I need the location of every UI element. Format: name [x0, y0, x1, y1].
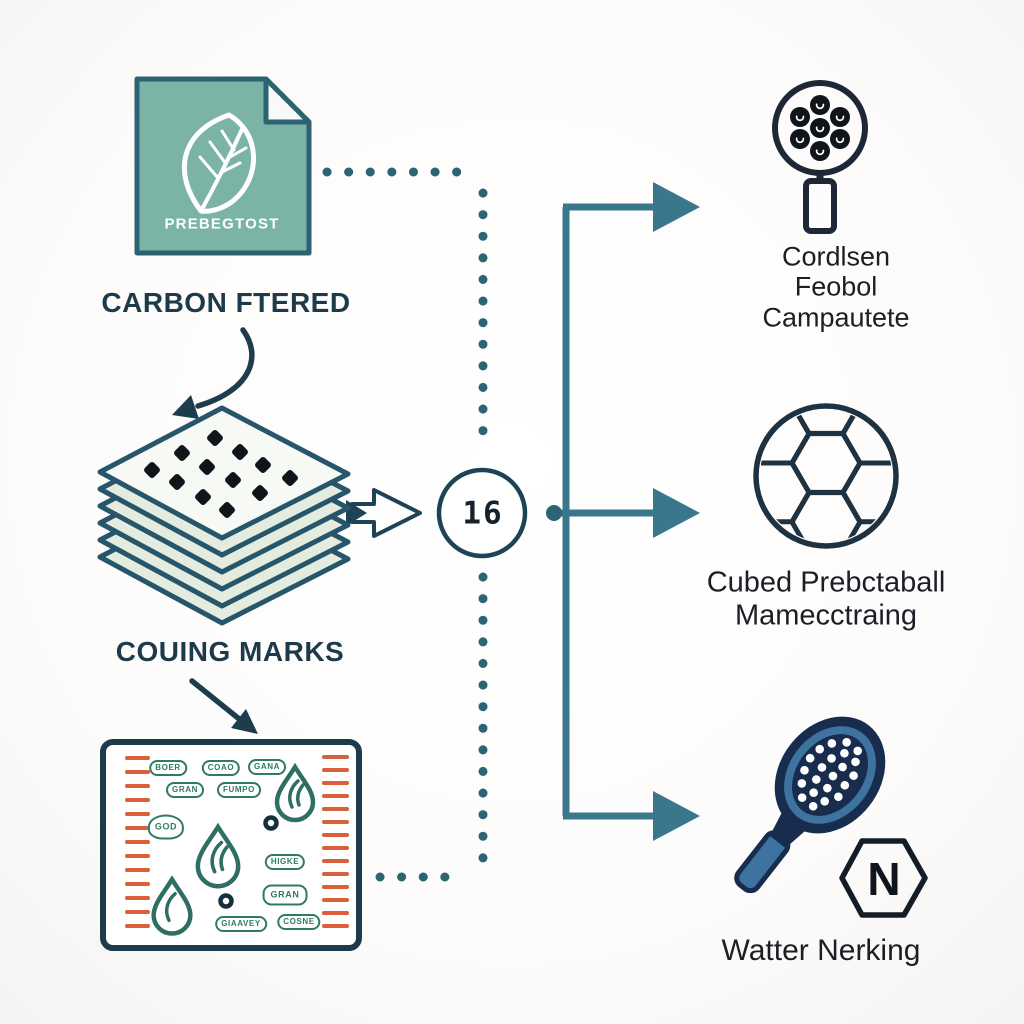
stamp-badge: GIAAVEY [215, 916, 267, 932]
padel-racket-icon [734, 716, 928, 918]
ruler-dashes-left [125, 756, 150, 928]
stamp-badge: GRAN [262, 884, 308, 906]
stamp-badge: GANA [248, 759, 286, 775]
output-3-label: Watter Nerking [721, 934, 921, 967]
arrowhead-bottom [653, 791, 700, 841]
process-node-circle [436, 467, 528, 559]
output-1-label-line-2: Feobol [794, 271, 878, 302]
branch-connector [546, 182, 700, 841]
hexagon-letter: N [867, 853, 901, 905]
stamp-badge: FUMPO [217, 782, 261, 798]
step-title-marks: COUING MARKS [115, 636, 345, 667]
curved-arrow [172, 327, 255, 419]
stamp-badge: GRAN [166, 782, 204, 798]
arrowhead-top [653, 182, 700, 232]
hexagon-icon [839, 838, 928, 918]
leaf-icon [181, 112, 257, 214]
lens-seed-dots [790, 95, 850, 161]
straight-arrow [189, 678, 258, 734]
stamp-badge: GOD [147, 814, 185, 840]
output-1-label-line-3: Campautete [762, 302, 910, 333]
racket-holes [797, 738, 862, 811]
small-ring-dot [218, 893, 234, 909]
water-drop-icon [151, 762, 316, 936]
output-2-label-line-1: Cubed Prebctaball [706, 566, 946, 599]
stack-tab [346, 500, 367, 526]
stamp-badge: COSNE [277, 914, 321, 930]
process-node-value: 16 [462, 495, 504, 532]
carbon-dots [144, 430, 298, 518]
stamp-badge: COAO [201, 760, 241, 776]
dotted-connector-line [322, 167, 488, 882]
dotted-lens-icon [772, 80, 868, 234]
junction-dot [546, 505, 562, 521]
document-label: PREBEGTOST [164, 215, 280, 233]
ruler-dashes-right [322, 755, 349, 928]
stamp-badge: BOER [149, 760, 187, 776]
filter-stack-icon [97, 405, 351, 626]
output-2-label-line-2: Mamecctraing [734, 599, 918, 632]
soccer-ball-icon [753, 403, 899, 549]
document-icon [134, 76, 312, 256]
output-1-label-line-1: Cordlsen [781, 241, 891, 272]
small-ring-dot [263, 815, 279, 831]
step-title-carbon: CARBON FTERED [101, 287, 351, 318]
stamp-badge: HIGKE [264, 854, 306, 870]
arrowhead-middle [653, 488, 700, 538]
open-arrow-icon [350, 488, 422, 538]
